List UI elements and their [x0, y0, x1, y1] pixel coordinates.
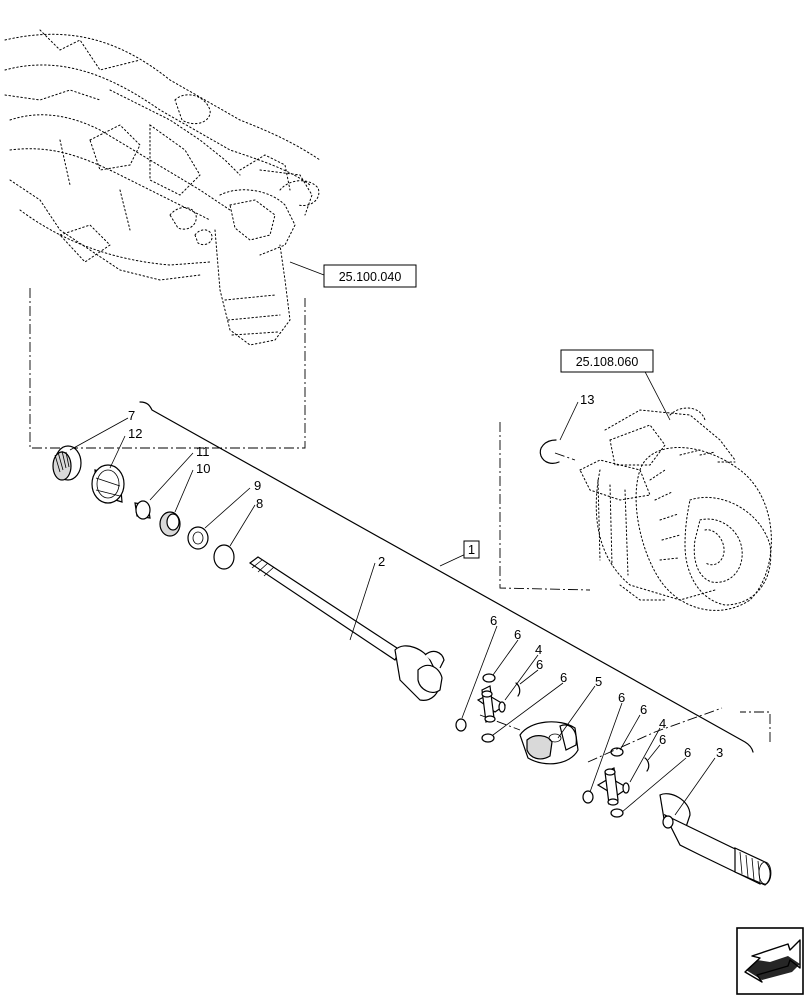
callout-2: 2 [378, 554, 385, 569]
kit-label-text: 1 [468, 542, 475, 557]
part-6-snap-rings-group-2 [582, 747, 650, 818]
callout-12: 12 [128, 426, 142, 441]
callout-11: 11 [196, 444, 210, 459]
callout-5: 5 [595, 674, 602, 689]
part-11-sleeve [134, 500, 151, 520]
callout-6f: 6 [640, 702, 647, 717]
callout-10: 10 [196, 461, 210, 476]
callout-6c: 6 [536, 657, 543, 672]
callout-6a: 6 [490, 613, 497, 628]
callout-4a: 4 [535, 642, 542, 657]
hub-housing-illustration [579, 407, 772, 611]
callout-numbers: 7 12 11 10 9 8 2 6 6 4 6 6 5 6 6 4 6 6 3… [128, 392, 723, 760]
callout-4b: 4 [659, 716, 666, 731]
leader-lines [69, 261, 716, 816]
callout-3: 3 [716, 745, 723, 760]
part-8-snap-ring [213, 544, 235, 570]
part-5-center-coupling [519, 721, 579, 765]
part-4-universal-joint-cross [476, 685, 507, 723]
part-13-circlip [539, 439, 560, 464]
assembly-boundary-lines [29, 288, 771, 763]
callout-7: 7 [128, 408, 135, 423]
part-9-washer [187, 526, 209, 550]
part-2-axle-shaft [248, 556, 445, 701]
axle-housing-illustration [4, 29, 321, 346]
kit-label-box: 1 [463, 540, 480, 559]
callout-6d: 6 [560, 670, 567, 685]
kit-bracket [139, 401, 754, 753]
reference-hub-text: 25.108.060 [576, 355, 639, 369]
callout-6h: 6 [684, 745, 691, 760]
part-3-stub-shaft [659, 793, 772, 886]
reference-box-axle[interactable]: 25.100.040 [323, 264, 417, 288]
part-7-bearing-ring [52, 445, 82, 481]
callout-6g: 6 [659, 732, 666, 747]
reference-axle-text: 25.100.040 [339, 270, 402, 284]
arrow-icon[interactable] [736, 927, 804, 995]
part-12-bushing [91, 464, 125, 504]
callout-13: 13 [580, 392, 594, 407]
callout-8: 8 [256, 496, 263, 511]
callout-6b: 6 [514, 627, 521, 642]
callout-9: 9 [254, 478, 261, 493]
part-10-bearing [159, 511, 181, 537]
reference-box-hub[interactable]: 25.108.060 [560, 349, 654, 373]
part-4-universal-joint-cross-2 [596, 767, 630, 806]
callout-6e: 6 [618, 690, 625, 705]
